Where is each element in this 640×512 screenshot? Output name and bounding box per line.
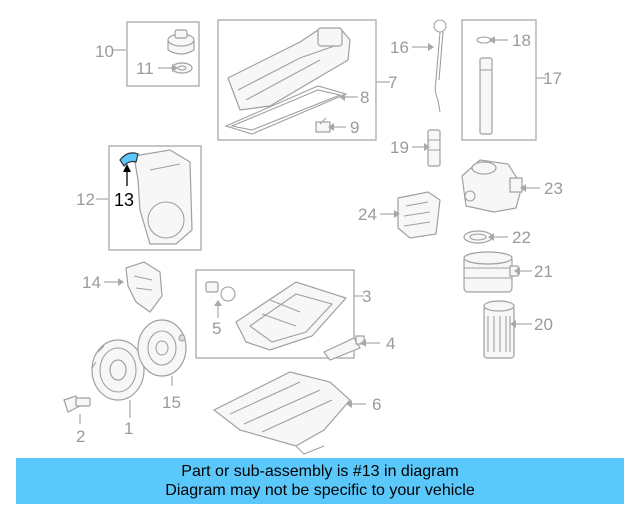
o-ring-18	[476, 36, 492, 44]
timing-cover	[133, 149, 193, 245]
callout-23[interactable]: 23	[544, 179, 563, 198]
callout-24[interactable]: 24	[358, 205, 377, 224]
group-box-12	[108, 145, 202, 251]
sealant-tube	[323, 335, 365, 361]
parts-diagram: 10 11 7 8 9 16 19	[63, 19, 563, 455]
oil-filter	[483, 300, 515, 359]
banner-line-2: Diagram may not be specific to your vehi…	[165, 482, 475, 499]
valve-cover-gasket	[224, 85, 348, 135]
oil-pan	[235, 281, 348, 351]
callout-9[interactable]: 9	[350, 118, 359, 137]
oil-filter-housing	[461, 159, 523, 213]
callout-7[interactable]: 7	[388, 73, 397, 92]
callout-12[interactable]: 12	[76, 190, 95, 209]
callout-2[interactable]: 2	[76, 427, 85, 446]
callout-17[interactable]: 17	[543, 69, 562, 88]
housing-gasket	[397, 191, 441, 239]
info-banner: Part or sub-assembly is #13 in diagram D…	[16, 458, 624, 504]
group-box-3	[195, 269, 355, 359]
group-box-10	[126, 21, 200, 87]
valve-cover	[227, 27, 351, 111]
engine-shield	[212, 371, 351, 455]
callout-13[interactable]: 13	[114, 190, 134, 210]
dipstick	[433, 19, 447, 113]
callout-16[interactable]: 16	[390, 38, 409, 57]
timing-belt-guard	[125, 261, 163, 313]
callout-11[interactable]: 11	[136, 59, 154, 78]
oil-cooler	[463, 251, 519, 293]
crankshaft-pulley	[91, 339, 145, 401]
group-box-17	[461, 19, 537, 141]
callout-18[interactable]: 18	[512, 31, 531, 50]
callout-8[interactable]: 8	[360, 88, 369, 107]
pulley-bolt	[63, 395, 91, 413]
callout-21[interactable]: 21	[534, 262, 553, 281]
highlighted-part-13	[119, 152, 139, 168]
callout-15[interactable]: 15	[162, 393, 181, 412]
callout-20[interactable]: 20	[534, 315, 553, 334]
callout-1[interactable]: 1	[124, 419, 133, 438]
callout-10[interactable]: 10	[95, 42, 114, 61]
callout-6[interactable]: 6	[372, 395, 381, 414]
callout-19[interactable]: 19	[390, 138, 409, 157]
cover-bolt	[315, 117, 331, 133]
group-box-7	[217, 19, 377, 141]
seal-ring	[463, 230, 493, 244]
callout-3[interactable]: 3	[362, 287, 371, 306]
callout-4[interactable]: 4	[386, 334, 395, 353]
callout-14[interactable]: 14	[82, 273, 101, 292]
banner-line-1: Part or sub-assembly is #13 in diagram	[181, 463, 459, 480]
callout-5[interactable]: 5	[212, 319, 221, 338]
dipstick-tube	[427, 129, 441, 167]
drain-plug	[205, 281, 236, 302]
guide-tube	[479, 57, 493, 135]
callout-22[interactable]: 22	[512, 228, 531, 247]
crankshaft-seal	[137, 319, 187, 377]
oil-filler-cap	[167, 29, 195, 55]
